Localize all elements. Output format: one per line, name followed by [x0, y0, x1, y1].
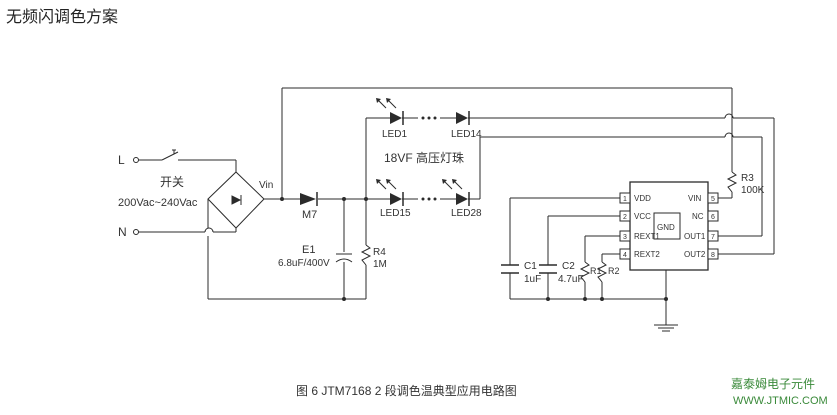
resistor-r1 — [579, 261, 591, 283]
vin-label: Vin — [259, 180, 273, 191]
led1-label: LED1 — [382, 129, 407, 140]
resistor-r3 — [726, 171, 738, 193]
led28-label: LED28 — [451, 208, 482, 219]
terminal-l — [133, 157, 139, 163]
terminal-n — [133, 229, 139, 235]
ic-gnd-label: GND — [657, 223, 675, 232]
ic-jtm7168 — [619, 181, 719, 271]
watermark-line-2: WWW.JTMIC.COM — [733, 395, 828, 407]
r3-name: R3 — [741, 173, 754, 184]
ic-pin-number-5: 5 — [711, 196, 715, 203]
ic-pin-number-2: 2 — [623, 214, 627, 221]
c1-name: C1 — [524, 261, 537, 272]
figure-caption: 图 6 JTM7168 2 段调色温典型应用电路图 — [296, 383, 517, 398]
watermark-line-1: 嘉泰姆电子元件 — [731, 377, 815, 391]
ic-pin-number-4: 4 — [623, 252, 627, 259]
r1-label: R1 — [590, 266, 602, 276]
bridge-rectifier — [207, 171, 265, 229]
wires — [138, 87, 775, 332]
page-title: 无频闪调色方案 — [6, 7, 118, 26]
switch-label: 开关 — [160, 175, 184, 189]
input-voltage-label: 200Vac~240Vac — [118, 197, 198, 209]
m7-label: M7 — [302, 209, 317, 221]
led14-label: LED14 — [451, 129, 482, 140]
led-string-2 — [376, 179, 470, 206]
ic-pin-number-1: 1 — [623, 196, 627, 203]
ic-pin-number-8: 8 — [711, 252, 715, 259]
ic-pin-vdd: VDD — [634, 194, 651, 203]
r4-name: R4 — [373, 247, 386, 258]
c2-name: C2 — [562, 261, 575, 272]
ic-pin-number-3: 3 — [623, 234, 627, 241]
terminal-n-label: N — [118, 225, 127, 239]
resistor-r2 — [596, 261, 608, 283]
ic-pin-nc: NC — [692, 212, 704, 221]
capacitor-e1 — [335, 253, 353, 263]
resistor-r4 — [360, 244, 372, 266]
capacitor-c2 — [539, 264, 557, 274]
terminal-l-label: L — [118, 153, 125, 167]
junction-dots — [280, 197, 668, 301]
ic-pin-rext1: REXT1 — [634, 232, 660, 241]
r3-value: 100K — [741, 185, 765, 196]
c1-value: 1uF — [524, 274, 541, 285]
e1-name: E1 — [302, 244, 315, 256]
e1-value: 6.8uF/400V — [278, 258, 330, 269]
ic-pin-number-7: 7 — [711, 234, 715, 241]
r4-value: 1M — [373, 259, 387, 270]
ic-pin-number-6: 6 — [711, 214, 715, 221]
ic-pin-out2: OUT2 — [684, 250, 706, 259]
r2-label: R2 — [608, 266, 620, 276]
led-note: 18VF 高压灯珠 — [384, 150, 464, 165]
led-string-1 — [376, 98, 470, 125]
ic-pin-vin: VIN — [688, 194, 702, 203]
ic-pin-out1: OUT1 — [684, 232, 706, 241]
led15-label: LED15 — [380, 208, 411, 219]
ic-pin-rext2: REXT2 — [634, 250, 660, 259]
c2-value: 4.7uF — [558, 274, 584, 285]
diode-m7 — [300, 192, 318, 206]
capacitor-c1 — [501, 264, 519, 274]
ic-pin-vcc: VCC — [634, 212, 651, 221]
